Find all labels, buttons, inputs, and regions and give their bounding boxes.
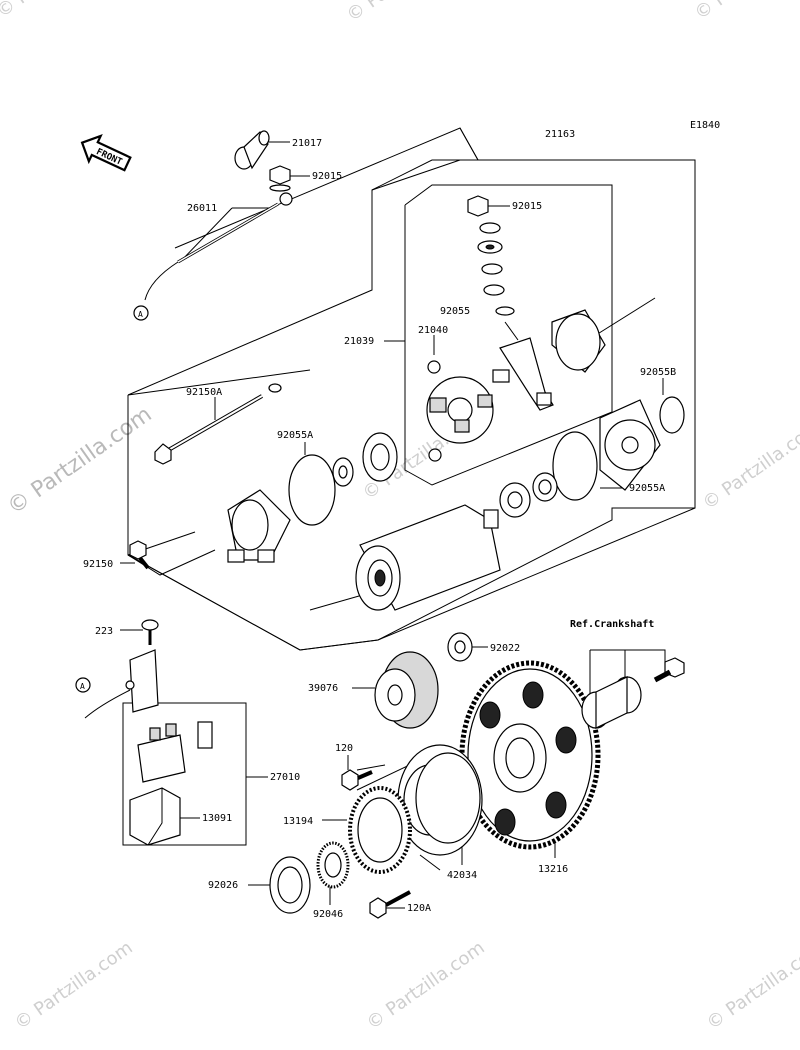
- part-92055b-oring: [659, 396, 685, 434]
- part-relay-bracket: A: [75, 649, 159, 719]
- part-labels: 21017 92015 26011 21163 92015 92055 2104…: [83, 129, 676, 920]
- part-92015-nut: [269, 165, 291, 192]
- part-21040-brush-plate: [426, 360, 494, 462]
- watermark: © Partzilla.com: [3, 402, 156, 520]
- part-label: 223: [95, 626, 113, 637]
- part-label: 21163: [545, 129, 575, 140]
- part-92015-stack: [467, 195, 519, 341]
- part-42034-housing: [397, 744, 483, 856]
- part-label: 92055A: [629, 483, 665, 494]
- part-21017-boot: [234, 130, 270, 170]
- watermark: © Partzilla.com: [343, 0, 469, 26]
- part-92026-washer: [269, 856, 311, 914]
- part-starter-motor: [355, 504, 501, 611]
- part-ref-crankshaft: [581, 657, 685, 729]
- part-label: 120: [335, 743, 353, 754]
- part-label: 92150: [83, 559, 113, 570]
- part-223-screw: [141, 619, 159, 645]
- part-label: 92015: [312, 171, 342, 182]
- part-92046-bearing: [316, 841, 350, 889]
- part-13194-clutch: [348, 786, 412, 874]
- part-92150a-bolt: [154, 383, 282, 465]
- part-label: 13091: [202, 813, 232, 824]
- part-label: 21039: [344, 336, 374, 347]
- part-label: 13194: [283, 816, 313, 827]
- part-label: 92046: [313, 909, 343, 920]
- part-label: 92055B: [640, 367, 676, 378]
- watermark: © Partzilla.com: [691, 0, 800, 24]
- part-label: 21040: [418, 325, 448, 336]
- part-92055a-oring-right: [552, 431, 598, 501]
- watermark: © Partzilla.com: [699, 417, 800, 514]
- part-27010-relay: [137, 721, 213, 783]
- watermark: © Partzilla.com: [363, 937, 489, 1034]
- part-front-cover: [227, 489, 291, 563]
- part-label: 39076: [308, 683, 338, 694]
- part-label: 92055A: [277, 430, 313, 441]
- part-13091-cover: [129, 787, 181, 846]
- front-arrow-icon: FRONT: [80, 133, 132, 172]
- part-end-cover: [551, 309, 606, 373]
- part-92055a-oring-left: [288, 454, 336, 526]
- part-label: 92015: [512, 201, 542, 212]
- assembly-outline: [127, 127, 696, 651]
- part-label: 92026: [208, 880, 238, 891]
- connector-a: A: [80, 682, 85, 691]
- part-92150-bolt: [129, 540, 150, 570]
- part-label: 42034: [447, 870, 477, 881]
- watermark: © Partzilla.com: [703, 937, 800, 1034]
- part-label: 120A: [407, 903, 431, 914]
- part-bearing-left: [332, 432, 398, 487]
- part-rear-cover: [599, 399, 661, 491]
- watermark: © Partzilla.com: [11, 937, 137, 1034]
- connector-a: A: [138, 310, 143, 319]
- part-label: 92022: [490, 643, 520, 654]
- part-label: 21017: [292, 138, 322, 149]
- part-label: 92150A: [186, 387, 222, 398]
- part-brush-bracket: [492, 337, 554, 411]
- part-120-bolt: [341, 769, 373, 791]
- part-label: 27010: [270, 772, 300, 783]
- part-label: 26011: [187, 203, 217, 214]
- part-13216-gear: [459, 660, 601, 850]
- part-label: 13216: [538, 864, 568, 875]
- part-92022-washer: [447, 632, 473, 662]
- diagram-code: E1840: [690, 120, 720, 131]
- part-120a-bolt: [369, 890, 411, 919]
- part-26011-cable: A: [133, 192, 293, 321]
- relay-group-outline: [122, 702, 247, 846]
- ref-crankshaft-label: Ref.Crankshaft: [570, 619, 654, 630]
- watermark: © Partzilla.com: [0, 0, 119, 22]
- part-label: 92055: [440, 306, 470, 317]
- part-bearings-right: [499, 472, 558, 518]
- part-39076-gear: [374, 651, 439, 729]
